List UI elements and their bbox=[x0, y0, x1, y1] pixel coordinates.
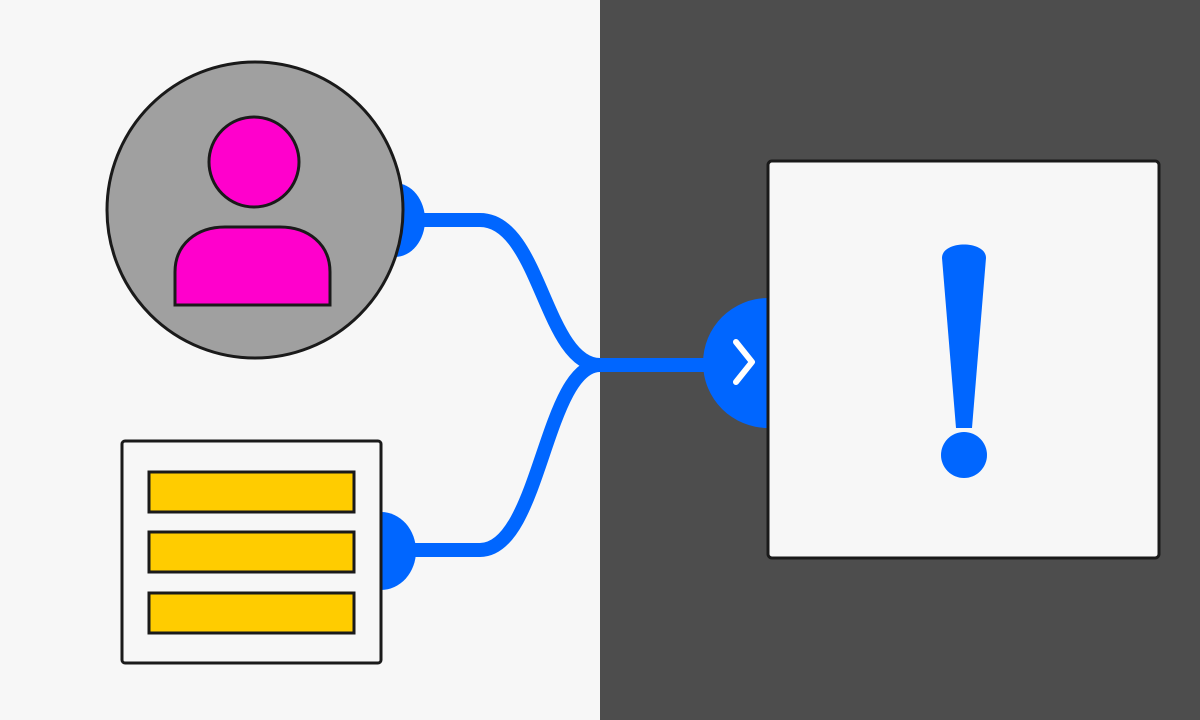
user-avatar-circle bbox=[105, 60, 405, 360]
user-node[interactable] bbox=[105, 60, 405, 360]
exclamation-dot bbox=[941, 432, 987, 478]
user-avatar-icon bbox=[173, 115, 332, 307]
exclamation-stroke bbox=[942, 244, 986, 428]
list-row-bar bbox=[147, 591, 356, 635]
alert-input-port[interactable] bbox=[703, 298, 768, 428]
list-row-bar bbox=[147, 530, 356, 574]
person-body bbox=[173, 225, 332, 307]
list-document-icon bbox=[147, 470, 356, 635]
connector-list-to-alert bbox=[373, 358, 607, 557]
person-head bbox=[207, 115, 301, 209]
chevron-right-icon bbox=[733, 339, 755, 385]
list-output-port[interactable] bbox=[381, 512, 416, 590]
list-node[interactable] bbox=[120, 439, 383, 665]
list-row-bar bbox=[147, 470, 356, 514]
exclamation-icon bbox=[941, 244, 987, 478]
alert-node[interactable] bbox=[766, 159, 1161, 560]
